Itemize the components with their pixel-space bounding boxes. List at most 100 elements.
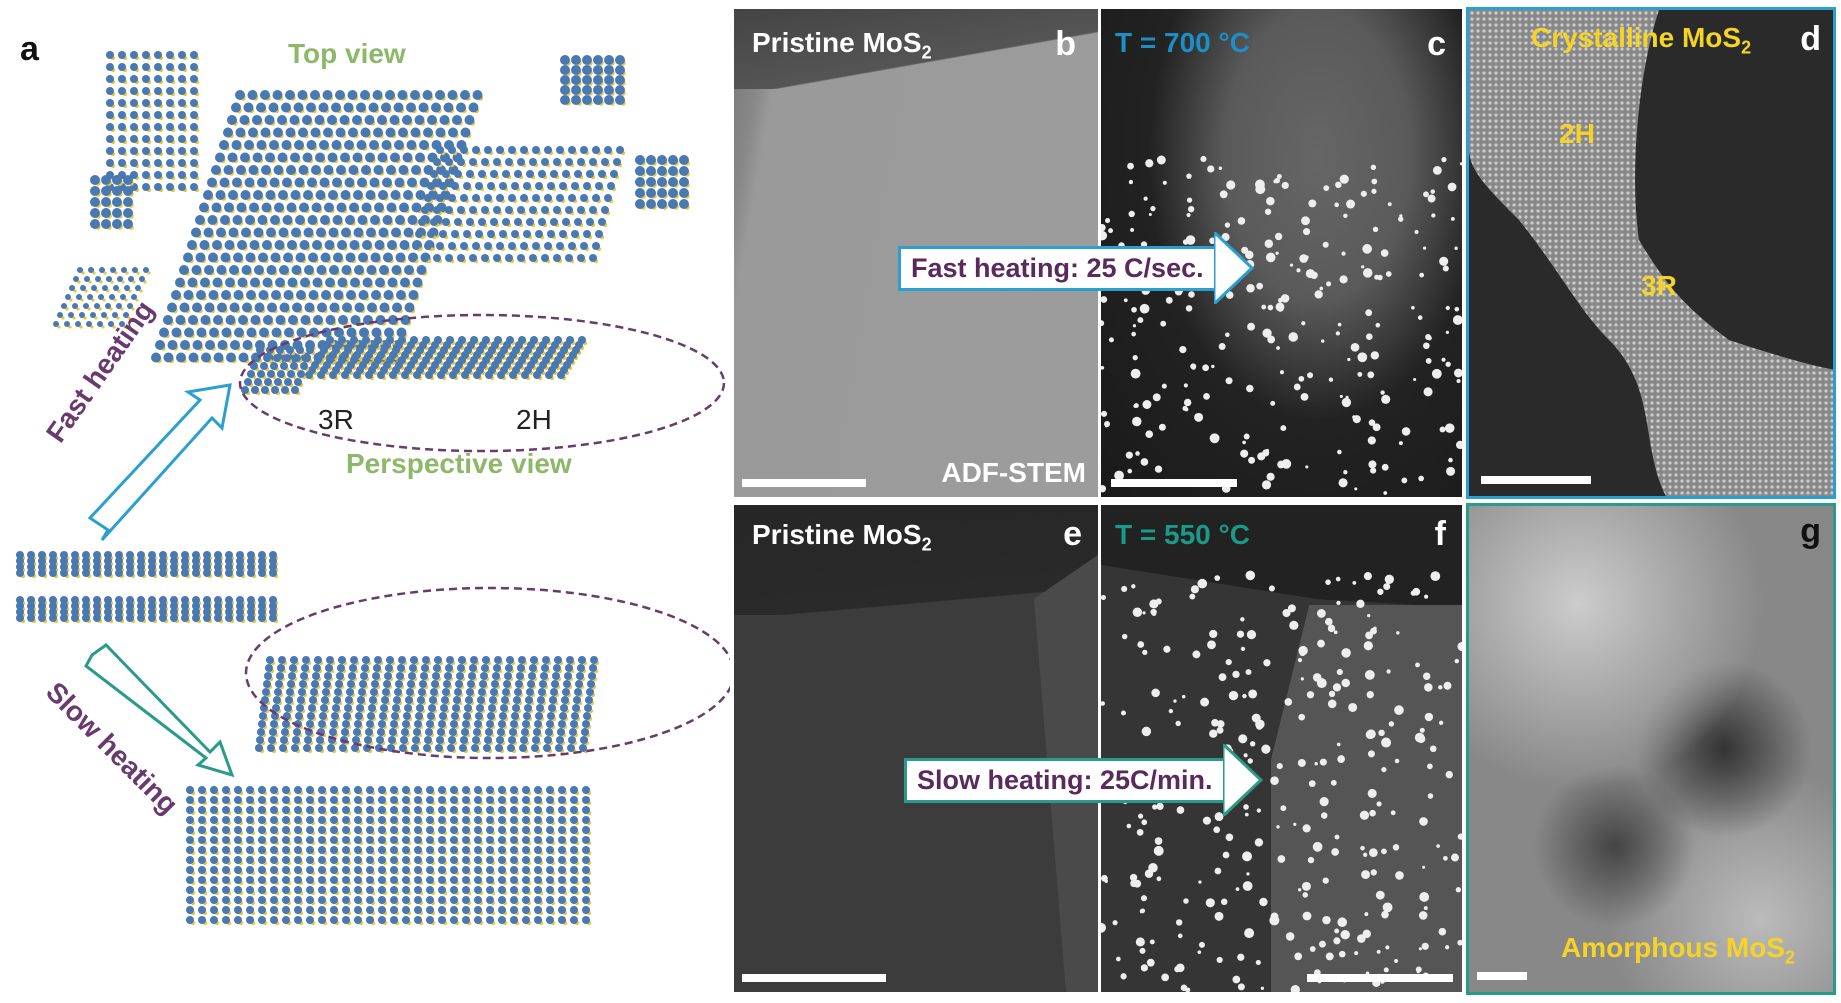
nanoparticle	[1176, 806, 1185, 814]
nanoparticle	[1390, 810, 1396, 816]
nanoparticle	[1175, 720, 1181, 727]
nanoparticle	[1179, 345, 1187, 354]
nanoparticle	[1372, 226, 1379, 233]
nanoparticle	[1128, 210, 1135, 218]
nanoparticle	[1101, 410, 1108, 417]
nanoparticle	[1270, 776, 1279, 785]
nanoparticle	[1381, 463, 1389, 471]
nanoparticle	[1161, 973, 1169, 982]
crystal-region	[1469, 10, 1833, 496]
nanoparticle	[1238, 734, 1248, 744]
nanoparticle	[1248, 456, 1256, 464]
nanoparticle	[1104, 424, 1109, 428]
nanoparticle	[1290, 985, 1300, 992]
nanoparticle	[1357, 352, 1368, 363]
scale-bar	[742, 479, 866, 487]
nanoparticle	[1395, 871, 1404, 880]
nanoparticle	[1363, 852, 1368, 857]
nanoparticle	[1242, 440, 1246, 445]
nanoparticle	[1401, 477, 1408, 484]
nanoparticle	[1265, 448, 1270, 453]
nanoparticle	[1154, 837, 1163, 845]
nanoparticle	[1324, 617, 1333, 626]
nanoparticle	[1381, 910, 1389, 919]
nanoparticle	[1333, 630, 1338, 635]
nanoparticle	[1448, 457, 1453, 463]
nanoparticle	[1281, 459, 1292, 469]
nanoparticle	[1338, 950, 1346, 958]
nanoparticle	[1182, 239, 1189, 245]
2h-region-label: 2H	[1559, 118, 1595, 149]
nanoparticle	[1112, 920, 1118, 926]
nanoparticle	[1424, 712, 1434, 722]
nanoparticle	[1140, 895, 1148, 902]
nanoparticle	[1189, 593, 1196, 600]
nanoparticle	[1319, 286, 1324, 291]
nanoparticle	[1352, 415, 1361, 424]
nanoparticle	[1140, 964, 1148, 972]
nanoparticle	[1334, 202, 1339, 208]
nanoparticle	[1266, 196, 1275, 206]
atom-cluster	[635, 155, 690, 210]
nanoparticle	[1142, 400, 1152, 409]
nanoparticle	[1218, 166, 1223, 170]
nanoparticle	[1237, 217, 1246, 225]
nanoparticle	[1386, 669, 1391, 674]
nanoparticle	[1128, 179, 1134, 185]
nanoparticle	[1305, 269, 1315, 279]
nanoparticle	[1183, 398, 1192, 407]
nanoparticle	[1364, 669, 1375, 680]
nanoparticle	[1418, 475, 1424, 482]
nanoparticle	[1162, 180, 1167, 185]
scale-bar	[1111, 479, 1237, 487]
nanoparticle	[1294, 952, 1303, 961]
nanoparticle	[1445, 361, 1451, 367]
nanoparticle	[1289, 263, 1294, 267]
nanoparticle	[1245, 570, 1256, 581]
nanoparticle	[1361, 870, 1370, 879]
nanoparticle	[1347, 357, 1351, 362]
nanoparticle	[1319, 797, 1329, 807]
nanoparticle	[1326, 281, 1332, 287]
nanoparticle	[1446, 466, 1456, 476]
nanoparticle	[1261, 744, 1271, 754]
nanoparticle	[1214, 867, 1222, 875]
atom-cluster	[255, 656, 600, 754]
nanoparticle	[1370, 467, 1377, 474]
nanoparticle	[1348, 702, 1358, 712]
nanoparticle	[1259, 897, 1268, 907]
nanoparticle	[1160, 320, 1167, 327]
nanoparticle	[1457, 939, 1462, 946]
nanoparticle	[1328, 377, 1334, 382]
nanoparticle	[1438, 685, 1443, 690]
nanoparticle	[1343, 470, 1348, 475]
nanoparticle	[1423, 191, 1429, 198]
nanoparticle	[1251, 713, 1261, 723]
nanoparticle	[1218, 343, 1226, 351]
scale-bar	[1307, 974, 1453, 982]
nanoparticle	[1264, 208, 1272, 215]
nanoparticle	[1220, 898, 1228, 906]
nanoparticle	[1335, 576, 1341, 582]
nanoparticle	[1188, 291, 1195, 298]
nanoparticle	[1308, 780, 1316, 788]
panel-f-title: T = 550 °C	[1115, 519, 1250, 550]
nanoparticle	[1443, 681, 1452, 690]
nanoparticle	[1224, 222, 1231, 228]
nanoparticle	[1232, 670, 1240, 679]
panel-g-subscript: 2	[1785, 947, 1796, 968]
nanoparticle	[1101, 922, 1106, 933]
nanoparticle	[1130, 368, 1141, 379]
nanoparticle	[1205, 898, 1215, 908]
nanoparticle	[1244, 812, 1249, 817]
nanoparticle	[1450, 216, 1455, 221]
atom-cluster	[90, 175, 134, 230]
panel-e-title-text: Pristine MoS	[752, 519, 922, 550]
nanoparticle	[1343, 213, 1348, 219]
nanoparticle	[1302, 911, 1312, 921]
nanoparticle	[1411, 305, 1415, 310]
panel-g-title-text: Amorphous MoS	[1561, 932, 1785, 963]
nanoparticle	[1142, 649, 1148, 656]
nanoparticle	[1270, 400, 1276, 406]
panel-b-title: Pristine MoS2	[752, 27, 932, 64]
